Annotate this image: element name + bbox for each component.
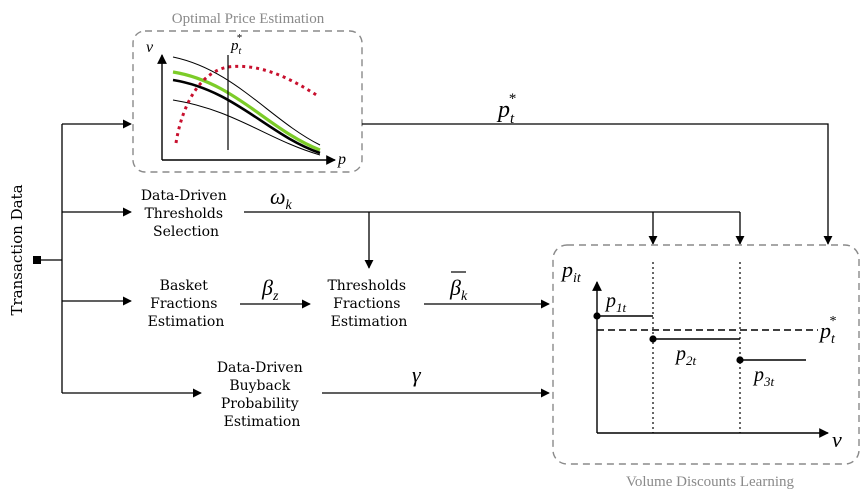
arrow-price-to-volume-discounts bbox=[362, 123, 833, 245]
beta-k-arrow-label: βk bbox=[449, 275, 468, 304]
basket-fractions-node: Basket Fractions Estimation bbox=[148, 278, 225, 330]
volume-y-axis-label: pit bbox=[560, 257, 582, 286]
lower-bound-curve bbox=[172, 99, 321, 156]
price-step-2-label: p2t bbox=[674, 343, 697, 368]
optimal-price-caption: Optimal Price Estimation bbox=[172, 11, 325, 27]
optimal-price-marker-label: pt* bbox=[230, 32, 242, 57]
price-arrow-label: pt* bbox=[496, 91, 516, 127]
price-step-1-point bbox=[593, 312, 601, 320]
volume-discounts-caption: Volume Discounts Learning bbox=[626, 474, 795, 490]
transaction-data-label: Transaction Data bbox=[8, 184, 26, 315]
volume-discounts-box bbox=[552, 244, 860, 465]
price-step-3-point bbox=[736, 356, 744, 364]
upper-bound-curve bbox=[172, 56, 321, 146]
thresholds-fractions-node: Thresholds Fractions Estimation bbox=[327, 278, 410, 330]
omega-arrow-label: ωk bbox=[270, 184, 293, 213]
revenue-dotted-curve bbox=[174, 64, 319, 144]
bold-demand-curve bbox=[172, 78, 321, 155]
gamma-arrow-label: γ bbox=[412, 362, 422, 387]
optimal-price-axis-p: p bbox=[337, 151, 346, 168]
reference-price-label: pt* bbox=[818, 314, 836, 347]
price-step-1-label: p1t bbox=[604, 290, 627, 315]
beta-z-arrow-label: βz bbox=[261, 275, 279, 304]
volume-x-axis-label: v bbox=[832, 427, 842, 452]
source-node bbox=[33, 256, 41, 264]
green-estimate-curve bbox=[172, 70, 321, 152]
price-step-3-label: p3t bbox=[752, 364, 775, 389]
optimal-price-axis-v: v bbox=[146, 39, 154, 56]
price-step-2-point bbox=[649, 335, 657, 343]
buyback-probability-node: Data-Driven Buyback Probability Estimati… bbox=[217, 360, 307, 430]
optimal-price-box bbox=[132, 30, 363, 173]
thresholds-selection-node: Data-Driven Thresholds Selection bbox=[141, 188, 231, 240]
